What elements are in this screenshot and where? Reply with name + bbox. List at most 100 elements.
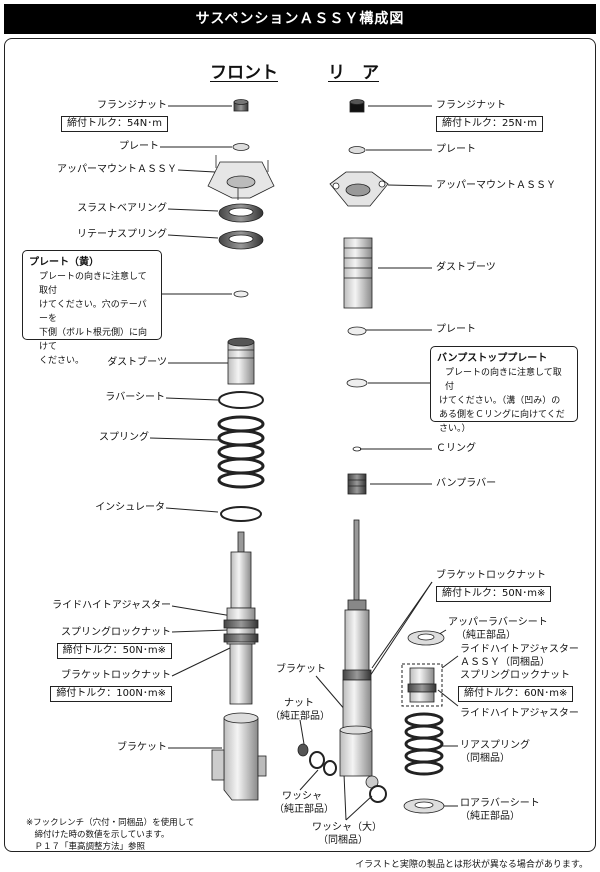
- rear-bracket-lock-nut-label: ブラケットロックナット: [436, 570, 546, 581]
- rear-bump-stop-plate-shape: [346, 378, 368, 388]
- torque-footnote-line: 締付けた時の数値を示しています。: [26, 830, 170, 840]
- front-flange-nut-torque: 締付トルク：54N･m: [61, 116, 168, 132]
- front-leader-lines: [149, 105, 233, 749]
- front-thrust-bearing-shape: [218, 203, 264, 223]
- rear-flange-nut-label: フランジナット: [436, 100, 506, 111]
- rear-washer-label: ワッシャ: [282, 791, 322, 802]
- rear-parts: [297, 99, 445, 814]
- rear-bracket-label: ブラケット: [276, 664, 326, 675]
- front-bracket-shape: [211, 712, 267, 801]
- bump-stop-plate-note: バンプストッププレート プレートの向きに注意して取付 けてください。（溝（凹み）…: [430, 346, 578, 434]
- rear-nut-label: ナット: [284, 698, 314, 709]
- rear-spring-shape: [404, 712, 444, 776]
- front-thrust-bearing-label: スラストベアリング: [77, 203, 167, 214]
- rear-flange-nut-torque: 締付トルク：25N･m: [436, 116, 543, 132]
- front-heading: フロント: [210, 63, 278, 83]
- bump-stop-plate-note-line: けてください。（溝（凹み）の: [439, 396, 561, 406]
- rear-upper-rubber-seat-label: アッパーラバーシート: [448, 617, 548, 628]
- rear-spring-sub: （同梱品）: [460, 753, 510, 764]
- page-title: サスペンションＡＳＳＹ構成図: [4, 4, 596, 34]
- front-bracket-label: ブラケット: [117, 742, 167, 753]
- rear-dust-boot-shape: [343, 237, 373, 309]
- rear-c-ring-shape: [352, 446, 362, 452]
- rear-damper-shape: [342, 519, 372, 731]
- rear-ride-height-adjuster-assy-sub: ＡＳＳＹ（同梱品）: [460, 657, 550, 668]
- rear-bump-rubber-label: バンプラバー: [436, 478, 497, 489]
- rear-plate2-label: プレート: [436, 324, 476, 335]
- bump-stop-plate-note-line: さい。）: [439, 424, 471, 434]
- rear-c-ring-label: Ｃリング: [436, 443, 476, 454]
- rear-washer-shape: [309, 751, 325, 769]
- bump-stop-plate-note-title: バンプストッププレート: [437, 353, 548, 364]
- rear-ride-height-adjuster-assy-label: ライドハイトアジャスター: [460, 644, 579, 655]
- front-spring-lock-nut-label: スプリングロックナット: [61, 627, 171, 638]
- front-plate-shape: [232, 143, 250, 151]
- front-insulator-label: インシュレータ: [95, 502, 165, 513]
- rear-lower-rubber-seat-sub: （純正部品）: [460, 811, 520, 822]
- rear-ride-height-adjuster-label: ライドハイトアジャスター: [460, 708, 579, 719]
- rear-flange-nut-shape: [349, 99, 365, 113]
- front-dust-boot-shape: [227, 337, 255, 385]
- rear-ride-height-adjuster-shape: [407, 667, 437, 703]
- rear-lower-rubber-seat-label: ロアラバーシート: [460, 798, 540, 809]
- torque-footnote: ※フックレンチ（穴付・同梱品）を使用して 締付けた時の数値を示しています。 Ｐ１…: [26, 817, 194, 853]
- front-yellow-plate-shape: [233, 290, 249, 298]
- rear-washer-large-sub: （同梱品）: [318, 835, 368, 846]
- front-spring-lock-nut-torque: 締付トルク：50N･m※: [56, 643, 172, 659]
- yellow-plate-note-title: プレート（黄）: [29, 257, 99, 268]
- front-upper-mount-label: アッパーマウントＡＳＳＹ: [57, 164, 177, 175]
- rear-bracket-shape: [339, 725, 379, 789]
- rear-washer-large-label: ワッシャ（大）: [312, 822, 382, 833]
- rear-spring-label: リアスプリング: [460, 740, 530, 751]
- rear-upper-rubber-seat-shape: [407, 630, 445, 646]
- rear-adjuster-assy-outline: [401, 663, 443, 707]
- front-flange-nut-shape: [233, 99, 249, 112]
- rear-washer-sub: （純正部品）: [274, 804, 334, 815]
- rear-plate-label: プレート: [436, 144, 476, 155]
- rear-lower-rubber-seat-shape: [403, 798, 445, 814]
- rear-nut-shape: [297, 743, 309, 757]
- bump-stop-plate-note-line: ある側をＣリングに向けてくだ: [439, 410, 565, 420]
- rear-spring-lock-nut-label: スプリングロックナット: [460, 670, 570, 681]
- front-plate-label: プレート: [119, 141, 159, 152]
- bump-stop-plate-note-line: プレートの向きに注意して取付: [445, 368, 562, 392]
- rear-washer-large-shape: [369, 785, 387, 803]
- front-spring-shape: [217, 415, 265, 489]
- rear-plate2-shape: [347, 326, 367, 336]
- rear-nut-sub: （純正部品）: [270, 711, 330, 722]
- front-rubber-seat-shape: [218, 391, 264, 409]
- diagram-frame: [4, 38, 596, 852]
- front-flange-nut-label: フランジナット: [97, 100, 167, 111]
- front-upper-mount-shape: [207, 155, 275, 200]
- front-damper-shape: [223, 531, 259, 705]
- front-insulator-shape: [220, 506, 262, 522]
- rear-leader-lines: [299, 105, 459, 821]
- torque-footnote-line: Ｐ１７「車高調整方法」参照: [26, 842, 146, 852]
- front-ride-height-adjuster-label: ライドハイトアジャスター: [52, 600, 171, 611]
- yellow-plate-note: プレート（黄） プレートの向きに注意して取付 けてください。穴のテーパーを 下側…: [22, 250, 162, 366]
- rear-upper-mount-label: アッパーマウントＡＳＳＹ: [436, 180, 556, 191]
- front-bracket-lock-nut-label: ブラケットロックナット: [61, 670, 171, 681]
- torque-footnote-line: ※フックレンチ（穴付・同梱品）を使用して: [26, 818, 195, 828]
- front-parts: [207, 99, 275, 801]
- front-rubber-seat-label: ラバーシート: [105, 392, 165, 403]
- rear-bump-rubber-shape: [347, 473, 367, 495]
- front-bracket-lock-nut-torque: 締付トルク：100N･m※: [50, 686, 172, 702]
- front-spring-label: スプリング: [99, 432, 149, 443]
- rear-plate-shape: [348, 146, 366, 154]
- rear-upper-rubber-seat-sub: （純正部品）: [456, 630, 516, 641]
- disclaimer: イラストと実際の製品とは形状が異なる場合があります。: [355, 860, 588, 870]
- yellow-plate-note-line: プレートの向きに注意して取付: [39, 272, 147, 296]
- yellow-plate-note-line: 下側（ボルト根元側）に向けて: [39, 328, 148, 352]
- front-retainer-spring-shape: [218, 230, 264, 250]
- rear-dust-boot-label: ダストブーツ: [436, 262, 496, 273]
- rear-upper-mount-shape: [329, 171, 389, 207]
- rear-heading: リ ア: [328, 63, 379, 83]
- rear-spring-lock-nut-torque: 締付トルク：60N･m※: [458, 686, 574, 702]
- yellow-plate-note-line: けてください。穴のテーパーを: [39, 300, 147, 324]
- rear-bracket-lock-nut-torque: 締付トルク：50N･m※: [436, 586, 552, 602]
- front-retainer-spring-label: リテーナスプリング: [77, 229, 167, 240]
- yellow-plate-note-line: ください。: [39, 356, 85, 366]
- front-dust-boot-label: ダストブーツ: [107, 357, 167, 368]
- rear-washer-shape-2: [323, 760, 337, 776]
